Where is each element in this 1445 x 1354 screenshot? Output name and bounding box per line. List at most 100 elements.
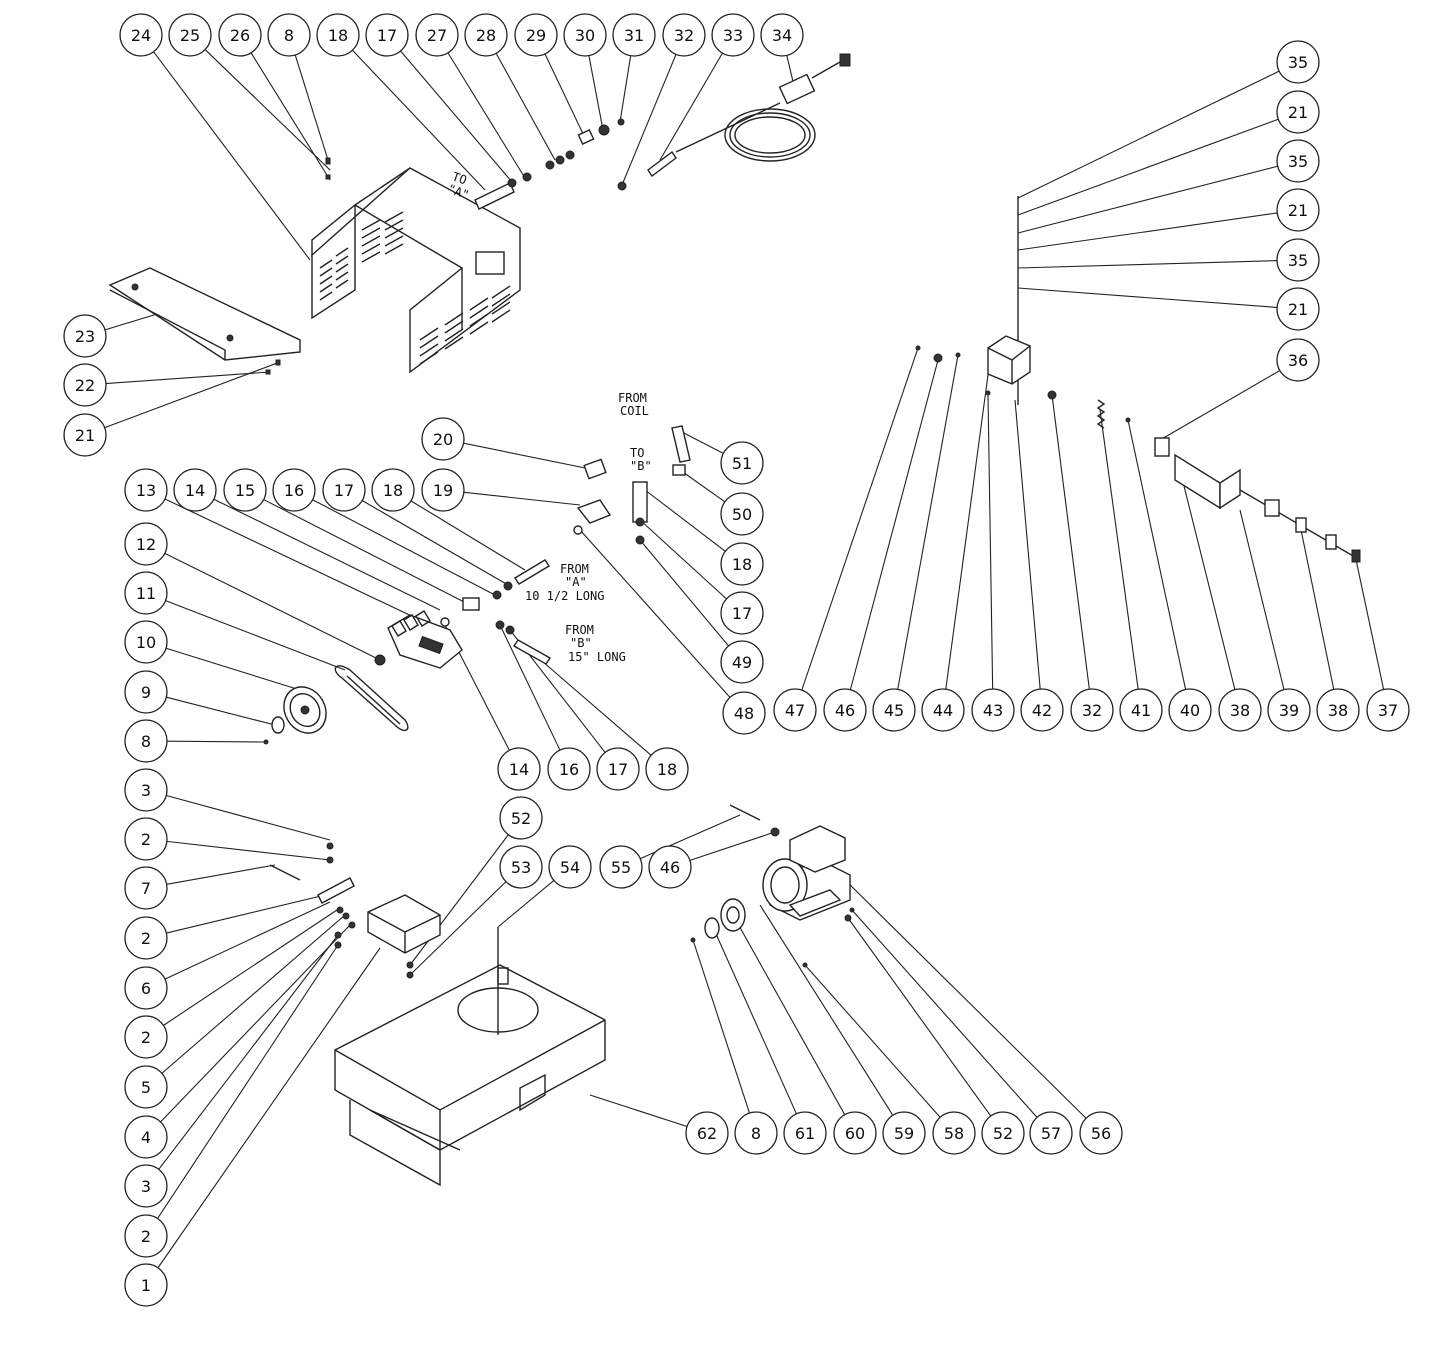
leader-line: [534, 654, 652, 756]
callout-balloon: 17: [322, 468, 366, 512]
balloon-circle: [168, 13, 212, 57]
leader-line: [589, 1094, 688, 1128]
callout-balloon: 42: [1020, 688, 1064, 732]
callout-balloon: 60: [833, 1111, 877, 1155]
unloader-fittings: [573, 425, 691, 545]
callout-balloon: 21: [1276, 90, 1320, 134]
callout-balloon: 39: [1267, 688, 1311, 732]
leader-line: [621, 54, 677, 186]
balloon-number: 13: [136, 481, 156, 500]
callout-balloon: 29: [514, 13, 558, 57]
switch-bracket: [1154, 437, 1361, 563]
balloon-circle: [662, 13, 706, 57]
leader-line: [987, 394, 994, 690]
leader-line: [732, 914, 846, 1115]
svg-text:15" LONG: 15" LONG: [568, 650, 626, 664]
balloon-circle: [722, 691, 766, 735]
callout-balloon: 62: [685, 1111, 729, 1155]
balloon-number: 55: [611, 858, 631, 877]
balloon-number: 21: [75, 426, 95, 445]
svg-text:TO: TO: [630, 446, 644, 460]
motor: [690, 804, 855, 968]
balloon-number: 22: [75, 376, 95, 395]
balloon-circle: [124, 1214, 168, 1258]
svg-text:FROM: FROM: [560, 562, 589, 576]
callout-balloon: 50: [720, 492, 764, 536]
leader-line: [161, 914, 346, 1074]
callout-balloon: 7: [124, 866, 168, 910]
leader-line: [1017, 70, 1280, 199]
balloon-number: 2: [141, 1028, 151, 1047]
callout-balloon: 59: [882, 1111, 926, 1155]
callout-balloon: 2: [124, 1214, 168, 1258]
balloon-number: 37: [1378, 701, 1398, 720]
callout-balloon: 17: [596, 747, 640, 791]
leader-line: [166, 740, 266, 743]
balloon-circle: [823, 688, 867, 732]
balloon-number: 12: [136, 535, 156, 554]
balloon-circle: [464, 13, 508, 57]
callout-balloon: 37: [1366, 688, 1410, 732]
balloon-number: 18: [383, 481, 403, 500]
callout-balloon: 35: [1276, 238, 1320, 282]
balloon-circle: [1276, 188, 1320, 232]
callout-balloon: 25: [168, 13, 212, 57]
leader-line: [495, 53, 556, 161]
callout-balloon: 51: [720, 441, 764, 485]
balloon-circle: [124, 966, 168, 1010]
note-from-b: FROM "B" 15" LONG: [565, 623, 626, 664]
callout-balloon: 32: [662, 13, 706, 57]
hood-shroud: [311, 167, 521, 374]
balloon-circle: [872, 688, 916, 732]
balloon-circle: [272, 468, 316, 512]
balloon-circle: [415, 13, 459, 57]
leader-line: [410, 500, 526, 571]
leader-line: [166, 864, 276, 885]
balloon-number: 18: [328, 26, 348, 45]
balloon-number: 21: [1288, 201, 1308, 220]
balloon-number: 16: [284, 481, 304, 500]
balloon-number: 2: [141, 1227, 151, 1246]
callout-balloon: 3: [124, 768, 168, 812]
leader-line: [692, 939, 751, 1114]
leader-line: [801, 347, 919, 691]
balloon-number: 54: [560, 858, 580, 877]
leader-line: [849, 359, 939, 690]
balloon-circle: [365, 13, 409, 57]
leader-line: [409, 834, 509, 966]
balloon-circle: [124, 866, 168, 910]
balloon-number: 42: [1032, 701, 1052, 720]
callout-balloon: 44: [921, 688, 965, 732]
balloon-circle: [734, 1111, 778, 1155]
leader-line: [163, 907, 341, 1026]
callout-balloon: 2: [124, 1015, 168, 1059]
balloon-number: 31: [624, 26, 644, 45]
balloon-circle: [563, 13, 607, 57]
svg-text:"A": "A": [565, 575, 587, 589]
leader-line: [1099, 409, 1139, 690]
svg-text:FROM: FROM: [618, 391, 647, 405]
callout-balloon: 46: [823, 688, 867, 732]
callout-balloon: 14: [173, 468, 217, 512]
leader-line: [294, 54, 329, 161]
balloon-circle: [267, 13, 311, 57]
svg-text:"A": "A": [446, 182, 471, 203]
balloon-circle: [421, 417, 465, 461]
leader-lines: [104, 49, 1385, 1269]
leader-line: [851, 909, 1038, 1118]
callout-balloon: 21: [1276, 188, 1320, 232]
leader-line: [165, 600, 346, 671]
callout-balloon: 53: [499, 845, 543, 889]
balloon-number: 15: [235, 481, 255, 500]
leader-line: [153, 51, 311, 261]
balloon-number: 39: [1279, 701, 1299, 720]
balloon-number: 8: [141, 732, 151, 751]
callout-balloon: 12: [124, 522, 168, 566]
balloon-circle: [921, 688, 965, 732]
balloon-number: 47: [785, 701, 805, 720]
balloon-number: 49: [732, 653, 752, 672]
balloon-circle: [720, 542, 764, 586]
balloon-circle: [124, 468, 168, 512]
balloon-number: 35: [1288, 53, 1308, 72]
balloon-number: 26: [230, 26, 250, 45]
